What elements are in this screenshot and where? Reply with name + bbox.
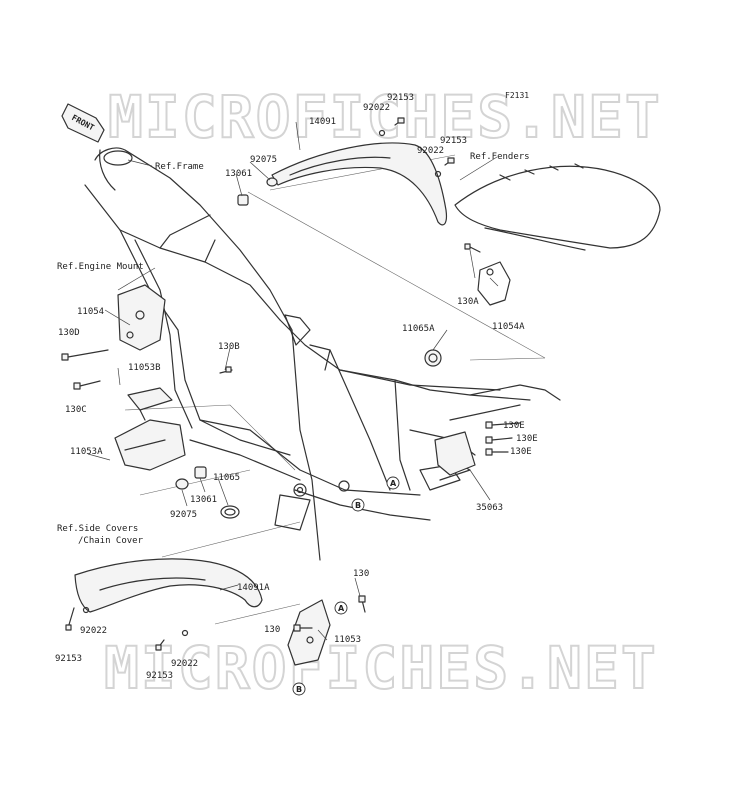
label-11054a: 11054A [492, 322, 525, 332]
svg-text:A: A [390, 479, 397, 488]
watermark-top: MICROFICHES.NET [108, 83, 662, 151]
callout-a-1: A [386, 476, 400, 490]
label-130d: 130D [58, 328, 80, 338]
bracket-11053 [287, 599, 331, 666]
damper-92075-top [266, 177, 278, 187]
label-130e-2: 130E [516, 434, 538, 444]
bolts [61, 117, 521, 651]
label-130-1: 130 [353, 569, 369, 579]
damper-92075-bottom [175, 478, 189, 490]
label-92022-c: 92022 [80, 626, 107, 636]
label-11053b: 11053B [128, 363, 161, 373]
label-130b: 130B [218, 342, 240, 352]
frame [84, 147, 561, 561]
rear-fender-ref [454, 163, 661, 251]
label-92022-b: 92022 [417, 146, 444, 156]
figure-code: F2131 [505, 91, 529, 100]
bracket-11054 [117, 284, 166, 351]
label-14091: 14091 [309, 117, 336, 127]
label-13061-a: 13061 [225, 169, 252, 179]
label-130a: 130A [457, 297, 479, 307]
label-ref-engine-mount: Ref.Engine Mount [57, 262, 144, 272]
label-ref-frame: Ref.Frame [155, 162, 204, 172]
label-92022-a: 92022 [363, 103, 390, 113]
label-13061-b: 13061 [190, 495, 217, 505]
bracket-35063 [434, 431, 476, 476]
svg-text:B: B [296, 685, 302, 694]
label-130e-3: 130E [510, 447, 532, 457]
label-chain-cover: /Chain Cover [78, 536, 144, 546]
label-11065a: 11065A [402, 324, 435, 334]
bracket-11054a [477, 261, 511, 306]
grommet-11065a [424, 349, 442, 367]
label-130c: 130C [65, 405, 87, 415]
callout-a-2: A [334, 601, 348, 615]
svg-text:A: A [338, 604, 345, 613]
damper-13061-bottom [194, 466, 207, 479]
callout-b-1: B [351, 498, 365, 512]
damper-13061-top [237, 194, 249, 206]
leader-lines [87, 121, 499, 641]
label-92153-a: 92153 [387, 93, 414, 103]
cover-11053a [114, 419, 186, 471]
label-ref-fenders: Ref.Fenders [470, 152, 530, 162]
label-92075-b: 92075 [170, 510, 197, 520]
watermark-bottom: MICROFICHES.NET [104, 634, 658, 702]
label-11054: 11054 [77, 307, 104, 317]
fender-14091a [74, 558, 263, 613]
ring-11065 [220, 505, 240, 519]
fender-14091 [271, 142, 448, 226]
label-11065: 11065 [213, 473, 240, 483]
label-11053a: 11053A [70, 447, 103, 457]
label-11053: 11053 [334, 635, 361, 645]
label-14091a: 14091A [237, 583, 270, 593]
label-ref-side-covers: Ref.Side Covers [57, 524, 138, 534]
label-130-2: 130 [264, 625, 280, 635]
label-92075-a: 92075 [250, 155, 277, 165]
label-92153-d: 92153 [146, 671, 173, 681]
label-92153-b: 92153 [440, 136, 467, 146]
label-92153-c: 92153 [55, 654, 82, 664]
label-35063: 35063 [476, 503, 503, 513]
svg-text:B: B [355, 501, 361, 510]
bracket-11053b [127, 387, 173, 421]
washers [82, 129, 442, 637]
front-arrow-icon: FRONT [61, 103, 105, 143]
callout-b-2: B [292, 682, 306, 696]
label-92022-d: 92022 [171, 659, 198, 669]
label-130e-1: 130E [503, 421, 525, 431]
